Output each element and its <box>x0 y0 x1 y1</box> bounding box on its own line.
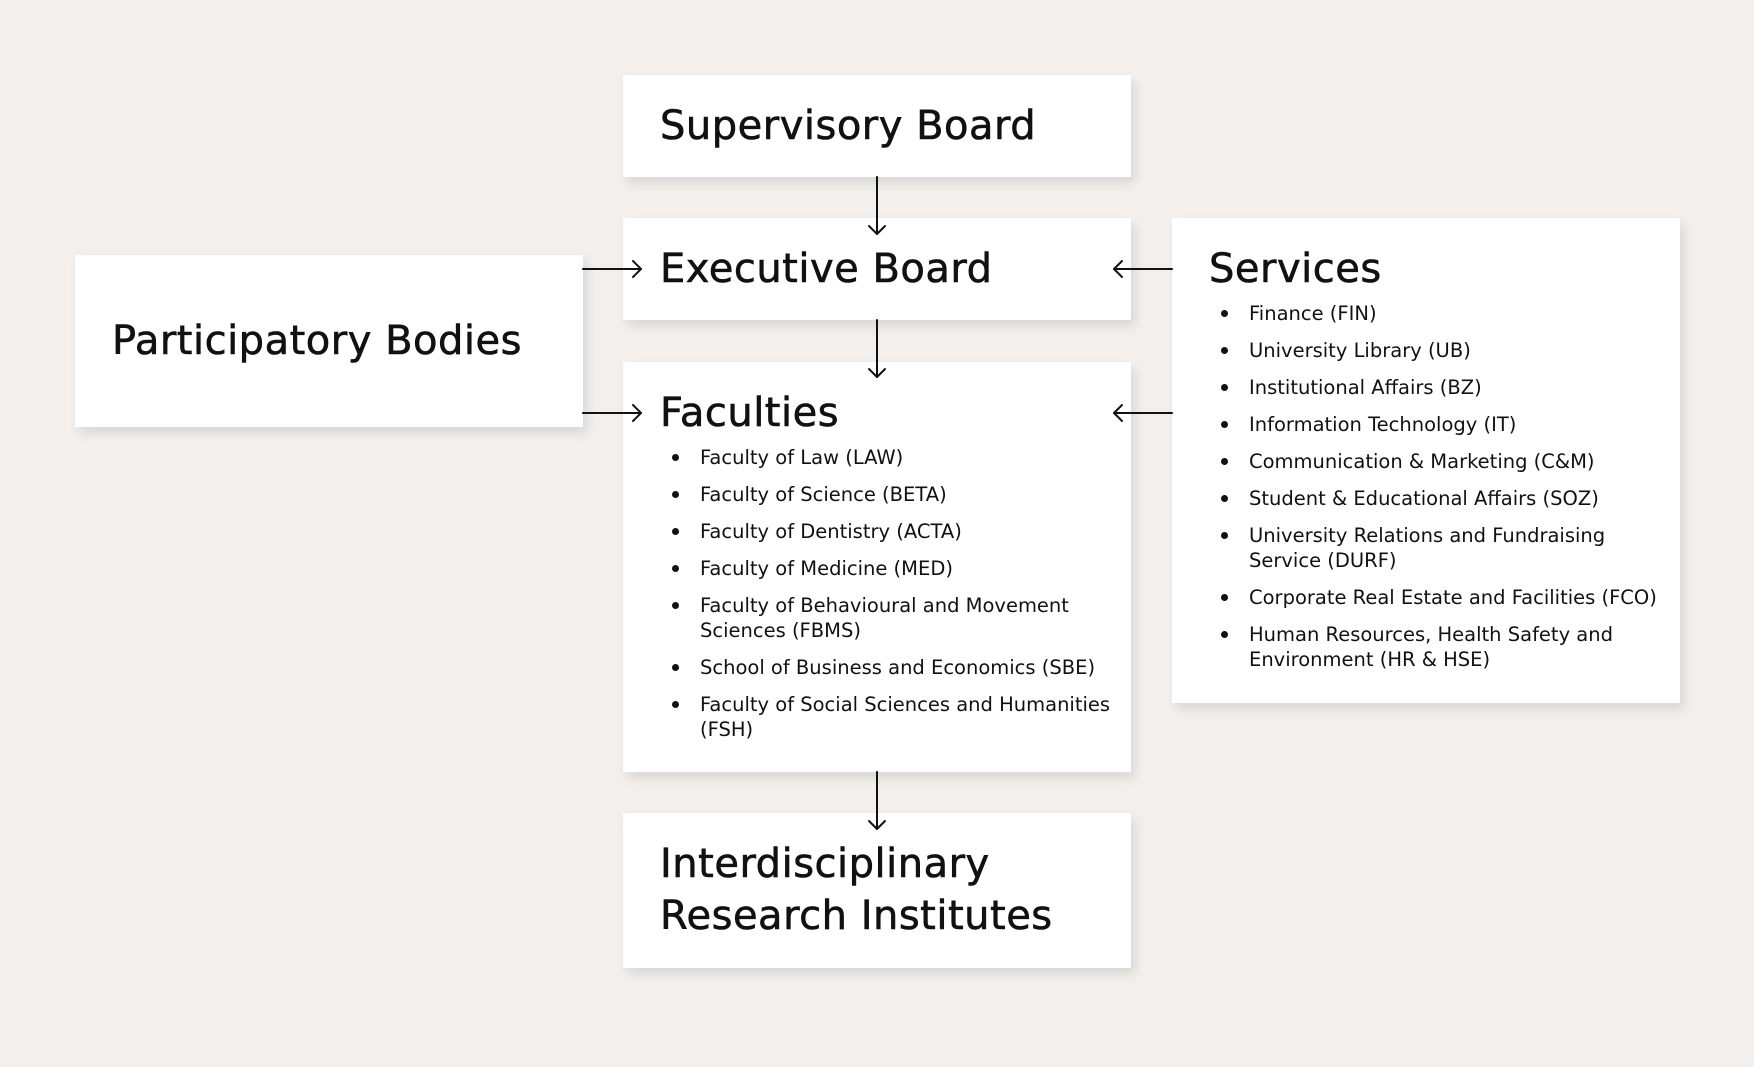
participatory-bodies-title: Participatory Bodies <box>112 318 522 365</box>
service-item: Human Resources, Health Safety and Envir… <box>1209 622 1670 672</box>
faculty-item: Faculty of Law (LAW) <box>660 445 1121 470</box>
service-item: Institutional Affairs (BZ) <box>1209 375 1670 400</box>
service-item: University Library (UB) <box>1209 338 1670 363</box>
service-item: Communication & Marketing (C&M) <box>1209 449 1670 474</box>
executive-board-box: Executive Board <box>623 218 1131 320</box>
service-item: Corporate Real Estate and Facilities (FC… <box>1209 585 1670 610</box>
supervisory-board-box: Supervisory Board <box>623 75 1131 177</box>
faculties-box: Faculties Faculty of Law (LAW) Faculty o… <box>623 362 1131 772</box>
services-title: Services <box>1209 246 1382 293</box>
supervisory-board-title: Supervisory Board <box>660 103 1037 150</box>
research-institutes-title: Interdisciplinary Research Institutes <box>660 841 1053 940</box>
faculties-list: Faculty of Law (LAW) Faculty of Science … <box>660 445 1121 742</box>
service-item: Finance (FIN) <box>1209 301 1670 326</box>
faculty-item: Faculty of Behavioural and Movement Scie… <box>660 593 1121 643</box>
faculties-title: Faculties <box>660 390 840 437</box>
faculty-item: Faculty of Dentistry (ACTA) <box>660 519 1121 544</box>
faculty-item: School of Business and Economics (SBE) <box>660 655 1121 680</box>
participatory-bodies-box: Participatory Bodies <box>75 255 583 427</box>
executive-board-title: Executive Board <box>660 246 993 293</box>
service-item: University Relations and Fundraising Ser… <box>1209 523 1670 573</box>
service-item: Student & Educational Affairs (SOZ) <box>1209 486 1670 511</box>
services-box: Services Finance (FIN) University Librar… <box>1172 218 1680 703</box>
service-item: Information Technology (IT) <box>1209 412 1670 437</box>
faculty-item: Faculty of Social Sciences and Humanitie… <box>660 692 1121 742</box>
services-list: Finance (FIN) University Library (UB) In… <box>1209 301 1670 672</box>
faculty-item: Faculty of Medicine (MED) <box>660 556 1121 581</box>
research-institutes-box: Interdisciplinary Research Institutes <box>623 813 1131 968</box>
faculty-item: Faculty of Science (BETA) <box>660 482 1121 507</box>
